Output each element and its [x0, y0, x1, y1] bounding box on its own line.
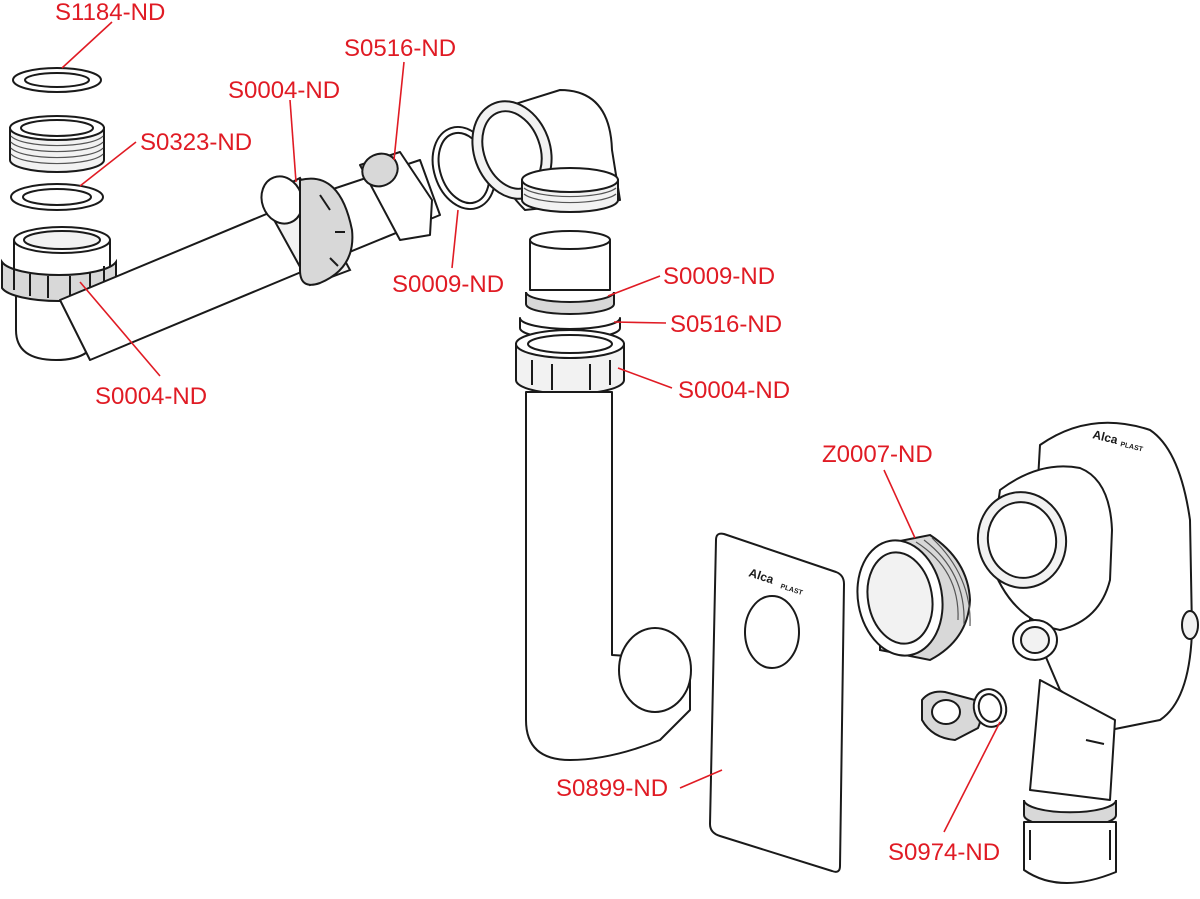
- label-s0009-right: S0009-ND: [663, 263, 775, 290]
- pipe-end-top: [359, 151, 433, 241]
- label-s1184: S1184-ND: [55, 0, 165, 26]
- label-s0004-right: S0004-ND: [678, 377, 790, 404]
- cover-plate-s0899: Alca PLAST: [709, 532, 845, 873]
- leader-s1184: [61, 21, 113, 69]
- label-s0009-mid: S0009-ND: [392, 271, 504, 298]
- vertical-pipe-long: [525, 391, 692, 761]
- label-s0516-right: S0516-ND: [670, 311, 782, 338]
- threaded-adapter-z0007: [856, 533, 972, 662]
- label-s0004-left: S0004-ND: [95, 383, 207, 410]
- leader-z0007: [883, 469, 916, 539]
- leader-s0516-right: [613, 321, 667, 324]
- leader-s0516-top: [393, 61, 405, 161]
- cleanout-knob: [921, 690, 982, 742]
- vertical-drain-pipe: [519, 230, 621, 340]
- union-nut-s0004-top: [260, 175, 354, 287]
- leader-s0009-right: [607, 275, 661, 297]
- gasket-s1184: [12, 67, 102, 93]
- label-z0007: Z0007-ND: [822, 441, 933, 468]
- leader-s0974: [943, 721, 1001, 833]
- leader-s0009-mid: [451, 209, 459, 269]
- leader-s0004-top: [289, 99, 297, 183]
- leader-s0004-left: [79, 281, 161, 377]
- label-s0516-top: S0516-ND: [344, 35, 456, 62]
- threaded-nut-s0323: [9, 115, 105, 173]
- leader-lines: [61, 21, 1001, 833]
- label-s0323: S0323-ND: [140, 129, 252, 156]
- label-s0004-top: S0004-ND: [228, 77, 340, 104]
- shower-siphon-body: Alca PLAST: [976, 421, 1199, 884]
- label-s0899: S0899-ND: [556, 775, 668, 802]
- leader-s0323: [79, 141, 137, 187]
- gasket-s0323-lower: [10, 183, 104, 211]
- siphon-brand-logo: Alca: [1091, 427, 1119, 447]
- elbow-90: [471, 89, 621, 213]
- small-gasket-s0974: [972, 688, 1008, 728]
- leader-s0004-right: [617, 367, 673, 389]
- union-nut-s0004-right: [515, 329, 625, 395]
- label-s0974: S0974-ND: [888, 839, 1000, 866]
- leader-s0899: [679, 769, 723, 789]
